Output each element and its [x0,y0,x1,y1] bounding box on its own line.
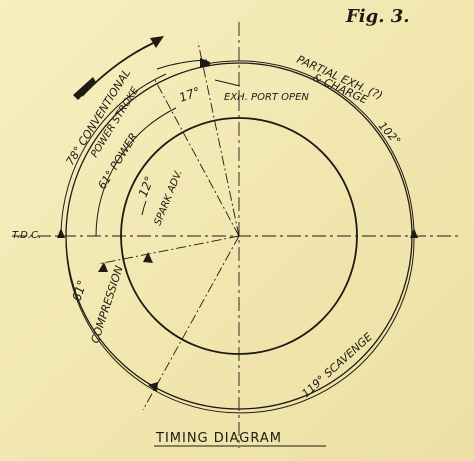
power-end-line [154,79,240,237]
power-arrowhead [98,262,108,272]
power-arc [95,107,177,237]
partial-exhaust-angle-label: 102° [376,119,403,147]
compression-angle-label: 61° [70,278,90,303]
tdc-left-arrowhead [57,228,65,238]
compression-label: COMPRESSION [88,264,125,345]
scavenge-arc [151,235,415,414]
scavenge-start-line [142,235,240,411]
exhaust-port-open-label: EXH. PORT OPEN [224,92,309,103]
spark-angle-label: 12° [136,174,157,199]
angle-17-label: 17° [177,84,202,104]
rotation-arrow-tail [73,77,96,100]
scavenge-arrowhead [148,382,158,392]
exhaust-leader-line [214,79,241,87]
port-open-arrowhead [200,58,210,68]
spark-advance-label: SPARK ADV. [153,168,185,227]
exhaust-port-open-line [197,41,240,237]
conventional-power-arc [60,73,167,237]
compression-arc [65,235,153,390]
rotation-arrowhead [150,36,164,48]
spark-line [97,235,240,265]
spark-arrowhead [143,252,153,263]
tdc-label: T.D.C. [12,230,41,241]
partial-exhaust-arc [205,60,415,237]
inner-crank-circle [120,117,358,355]
spark-advance-arc [141,200,147,216]
scavenge-label: 119° SCAVENGE [299,330,374,400]
figure-label: Fig. 3. [345,6,410,27]
diagram-title: TIMING DIAGRAM [155,431,282,446]
tdc-right-arrowhead [410,228,418,238]
